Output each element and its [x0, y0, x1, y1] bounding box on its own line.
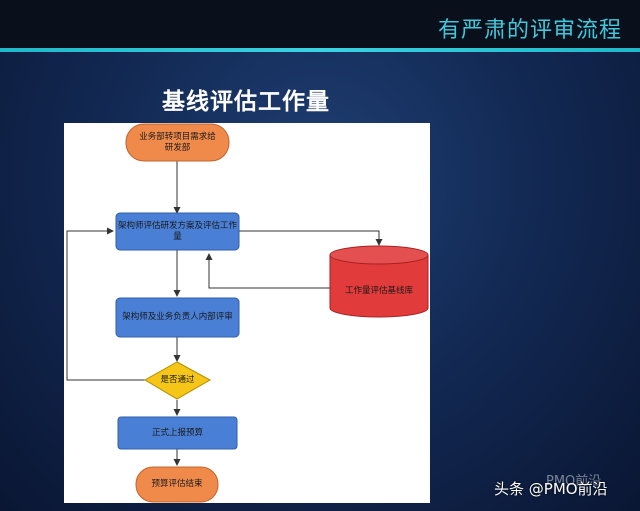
flowchart-svg	[66, 123, 429, 503]
baseline-database-label: 工作量评估基线库	[344, 285, 413, 296]
watermark: 头条 @PMO前沿	[494, 480, 608, 498]
assess-node-label: 架构师评估研发方案及评估工作 量	[117, 220, 237, 242]
start-node	[125, 123, 230, 162]
slide-title: 基线评估工作量	[162, 89, 330, 115]
baseline-database	[329, 245, 429, 318]
end-node-label: 预算评估结束	[151, 479, 203, 489]
header-title: 有严肃的评审流程	[437, 18, 622, 43]
edge-decision-loop-back	[66, 227, 145, 381]
flowchart-panel: 业务部转项目需求给 研发部 架构师评估研发方案及评估工作 量 工作量评估基线库 …	[64, 123, 430, 503]
review-node	[115, 297, 240, 338]
decision-node	[144, 361, 212, 400]
header-divider	[0, 48, 640, 52]
decision-node-label: 是否通过	[160, 375, 195, 385]
assess-node	[115, 212, 240, 251]
edge-baseline-to-assess	[205, 253, 330, 289]
watermark-ghost-text: PMO前沿	[546, 474, 602, 489]
start-node-label: 业务部转项目需求给 研发部	[139, 131, 216, 153]
report-node-label: 正式上报预算	[151, 427, 203, 438]
header-bar: 有严肃的评审流程	[0, 0, 640, 48]
end-node	[135, 466, 219, 503]
edge-assess-to-baseline	[238, 230, 383, 246]
report-node	[117, 416, 238, 450]
review-node-label: 架构师及业务负责人内部评审	[122, 312, 233, 322]
